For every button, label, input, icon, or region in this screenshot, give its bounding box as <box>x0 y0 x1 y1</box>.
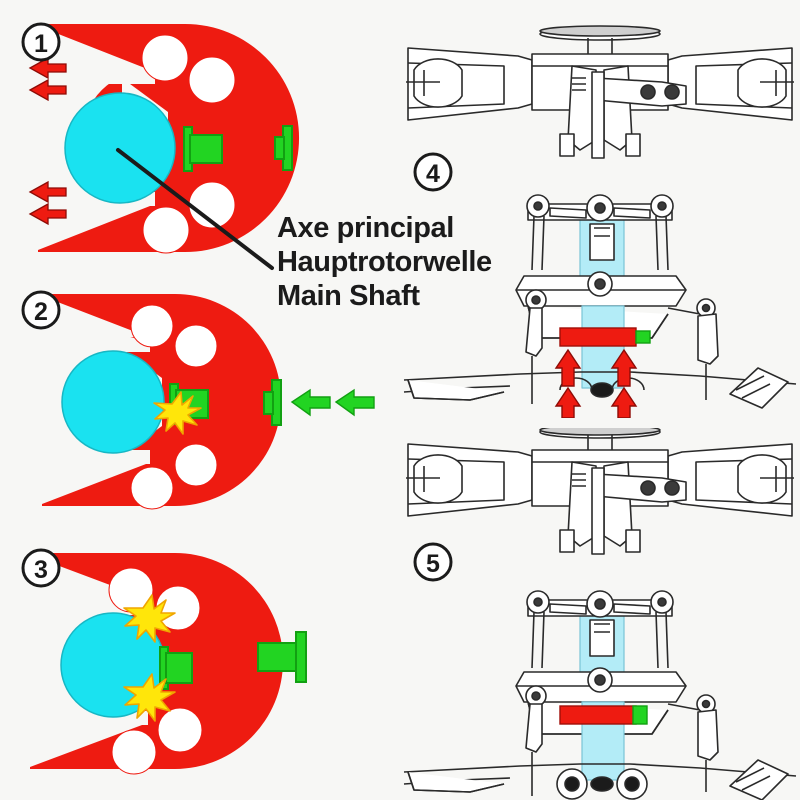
blade-grip-right-5 <box>667 443 794 517</box>
collar-bar-5 <box>559 705 648 725</box>
clamp-screw-head-2 <box>263 379 282 426</box>
panel-3-graphic: 3 <box>21 548 307 775</box>
step-marker-4: 4 <box>413 152 453 192</box>
contact-spark-3-lower <box>123 673 176 722</box>
panel-2-graphic: 2 <box>21 290 375 510</box>
caption-line-french: Axe principal <box>277 212 454 244</box>
svg-text:4: 4 <box>426 160 440 188</box>
shaft-collar-detail-5 <box>589 619 615 657</box>
frame-top-4 <box>403 367 797 409</box>
panel-step-2: 2 <box>0 280 400 540</box>
swashplate-upper-5 <box>526 590 674 669</box>
caption-line-german: Hauptrotorwelle <box>277 245 492 278</box>
force-arrows-1 <box>28 56 67 226</box>
svg-text:2: 2 <box>34 298 48 326</box>
clamp-screw-head-1 <box>274 125 293 171</box>
caption-line-english: Main Shaft <box>277 279 420 312</box>
bearing-mounts-5 <box>556 768 648 800</box>
force-arrows-2 <box>290 388 375 417</box>
washout-arms-5 <box>559 461 687 555</box>
main-shaft-section-1 <box>64 92 176 204</box>
svg-text:5: 5 <box>426 550 440 578</box>
push-up-arrows-4 <box>554 348 638 418</box>
step-marker-3: 3 <box>21 548 61 588</box>
panel-5-graphic: 5 <box>403 428 797 800</box>
clamp-screw-3 <box>159 646 193 690</box>
panel-step-3: 3 <box>0 535 400 800</box>
blade-grip-left-4 <box>406 47 533 121</box>
shaft-collar-detail-4 <box>589 223 615 261</box>
washout-arms-4 <box>559 65 687 159</box>
collar-bar-4 <box>559 327 651 347</box>
panel-4-graphic: 4 <box>403 25 797 418</box>
clamp-screw-head-3 <box>257 631 307 683</box>
panel-step-4: 4 <box>400 8 800 418</box>
caption-block: Axe principal Hauptrotorwelle Main Shaft <box>277 212 527 314</box>
step-marker-1: 1 <box>21 22 61 62</box>
bearing-mounts-4 <box>559 377 645 398</box>
main-shaft-lower-4 <box>581 305 625 389</box>
step-marker-2: 2 <box>21 290 61 330</box>
frame-top-5 <box>403 759 797 800</box>
contact-spark-2 <box>153 391 202 435</box>
swashplate-upper-4 <box>526 194 674 271</box>
main-shaft-section-2 <box>61 350 165 454</box>
clamp-holes-2 <box>130 304 218 510</box>
contact-spark-3-upper <box>123 594 176 643</box>
blade-grip-right-4 <box>667 47 794 121</box>
step-marker-5: 5 <box>413 542 453 582</box>
blade-grip-left-5 <box>406 443 533 517</box>
svg-text:3: 3 <box>34 556 48 584</box>
clamp-holes-3 <box>108 567 203 775</box>
svg-text:1: 1 <box>34 30 48 58</box>
panel-step-5: 5 <box>400 428 800 800</box>
